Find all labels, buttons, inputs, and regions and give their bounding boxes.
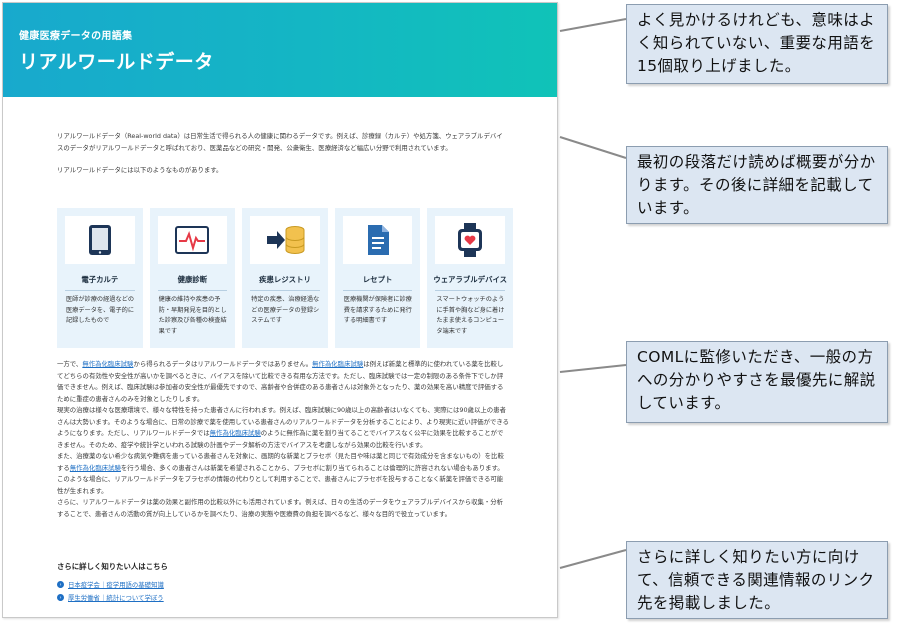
document-page: 健康医療データの用語集 リアルワールドデータ リアルワールドデータ（Real-w… (2, 2, 558, 618)
card-name: レセプト (362, 275, 393, 284)
tablet-icon (88, 225, 111, 255)
link-jea-glossary[interactable]: › 日本疫学会｜疫学用語の基礎知識 (57, 578, 164, 591)
body-text: 一方で、無作為化臨床試験から得られるデータはリアルワールドデータではありません。… (57, 359, 509, 520)
card-wearable: ウェアラブルデバイス スマートウォッチのように手首や胸など身に着けたまま使えるコ… (427, 208, 513, 348)
card-name: 電子カルテ (81, 275, 119, 284)
intro-paragraph: リアルワールドデータ（Real-world data）は日常生活で得られる人の健… (57, 132, 503, 152)
rct-link[interactable]: 無作為化臨床試験 (69, 463, 121, 472)
body-paragraph-3: また、治療薬のない希少な病気や難病を患っている患者さんを対象に、画期的な新薬とプ… (57, 452, 504, 495)
card-ehr: 電子カルテ 医師が診療の経過などの医療データを、電子的に記録したもので (57, 208, 143, 348)
callout-related-links: さらに詳しく知りたい方に向けて、信頼できる関連情報のリンク先を掲載しました。 (626, 541, 888, 619)
card-desc: 健康の維持や疾患の予防・早期発見を目的とした診察及び各種の検査結果です (158, 296, 227, 335)
rct-link[interactable]: 無作為化臨床試験 (82, 360, 134, 368)
smartwatch-icon (458, 223, 483, 257)
more-info-links: › 日本疫学会｜疫学用語の基礎知識 › 厚生労働省｜統計について学ぼう (57, 578, 164, 604)
more-info-heading: さらに詳しく知りたい人はこちら (57, 562, 168, 571)
page-header: 健康医療データの用語集 リアルワールドデータ (3, 3, 557, 97)
card-health-checkup: 健康診断 健康の維持や疾患の予防・早期発見を目的とした診察及び各種の検査結果です (149, 208, 236, 348)
card-name: 疾患レジストリ (259, 275, 311, 284)
card-desc: 医療機関が保険者に診療費を請求するために発行する明細書です (343, 296, 412, 324)
card-name: ウェアラブルデバイス (433, 275, 508, 284)
link-mhlw-statistics[interactable]: › 厚生労働省｜統計について学ぼう (57, 591, 164, 604)
callout-first-paragraph: 最初の段落だけ読めば概要が分かります。その後に詳細を記載しています。 (626, 146, 888, 224)
card-receipt: レセプト 医療機関が保険者に診療費を請求するために発行する明細書です (334, 208, 421, 348)
rct-link[interactable]: 無作為化臨床試験 (209, 429, 261, 437)
chevron-right-icon: › (57, 581, 64, 588)
pulse-monitor-icon (175, 226, 210, 254)
callout-glossary-scope: よく見かけるけれども、意味はよく知られていない、重要な用語を15個取り上げました… (626, 4, 888, 84)
intro-lead: リアルワールドデータには以下のようなものがあります。 (57, 166, 223, 174)
body-paragraph-4: さらに、リアルワールドデータは薬の効果と副作用の比較以外にも活用されています。例… (57, 498, 504, 518)
document-icon (367, 225, 389, 255)
body-paragraph-1: 一方で、無作為化臨床試験から得られるデータはリアルワールドデータではありません。… (57, 360, 504, 403)
card-name: 健康診断 (177, 275, 208, 284)
database-arrow-icon (266, 226, 305, 254)
page-title: リアルワールドデータ (19, 51, 214, 73)
card-desc: 特定の疾患、治療経過などの医療データの登録システムです (251, 296, 320, 324)
rct-link[interactable]: 無作為化臨床試験 (312, 360, 364, 368)
callout-coml-review: COMLに監修いただき、一般の方への分かりやすさを最優先に解説しています。 (626, 341, 888, 423)
card-desc: スマートウォッチのように手首や胸など身に着けたまま使えるコンピュータ端末です (436, 296, 505, 335)
glossary-kicker: 健康医療データの用語集 (19, 31, 133, 42)
chevron-right-icon: › (57, 594, 64, 601)
body-paragraph-2: 現実の治療は様々な医療環境で、様々な特性を持った患者さんに行われます。例えば、臨… (57, 406, 510, 449)
card-disease-registry: 疾患レジストリ 特定の疾患、治療経過などの医療データの登録システムです (242, 208, 328, 348)
data-type-cards: 電子カルテ 医師が診療の経過などの医療データを、電子的に記録したもので 健康診断… (57, 208, 513, 348)
card-desc: 医師が診療の経過などの医療データを、電子的に記録したもので (66, 296, 135, 324)
